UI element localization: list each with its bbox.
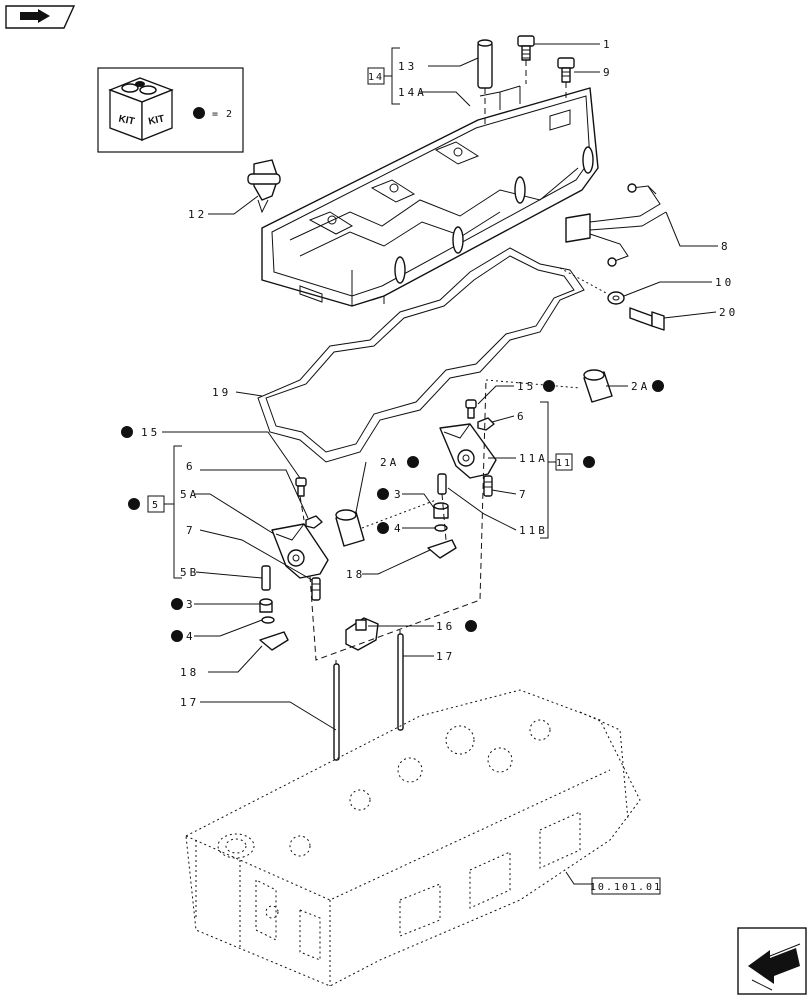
callout-12[interactable]: 12 bbox=[188, 208, 207, 221]
callout-10[interactable]: 10 bbox=[715, 276, 734, 289]
part-7-screw-left bbox=[311, 577, 321, 601]
kit-dot-15-left bbox=[121, 426, 133, 438]
callout-17-left[interactable]: 17 bbox=[180, 696, 199, 709]
group-5-kit-dot bbox=[128, 498, 140, 510]
part-7-screw-right bbox=[483, 475, 493, 497]
next-page-arrow-icon[interactable] bbox=[737, 927, 807, 995]
kit-legend: KIT KIT = 2 bbox=[97, 67, 244, 153]
callout-9[interactable]: 9 bbox=[603, 66, 613, 79]
callout-5B[interactable]: 5B bbox=[180, 566, 199, 579]
kit-dot-4-right bbox=[377, 522, 389, 534]
callout-13[interactable]: 13 bbox=[398, 60, 417, 73]
kit-dot-3-left bbox=[171, 598, 183, 610]
group-5-label[interactable]: 5 bbox=[152, 500, 160, 511]
part-5A-rocker-arm bbox=[271, 523, 329, 579]
callout-3-left[interactable]: 3 bbox=[186, 598, 196, 611]
part-5B-adjuster bbox=[261, 565, 271, 591]
callout-14A[interactable]: 14A bbox=[398, 86, 427, 99]
reference-box[interactable] bbox=[591, 877, 661, 895]
part-12-breather bbox=[247, 159, 281, 214]
kit-word-1: KIT bbox=[117, 114, 135, 128]
callout-8[interactable]: 8 bbox=[721, 240, 731, 253]
part-15-bolt-left bbox=[295, 477, 307, 497]
part-18-guide-right bbox=[427, 539, 457, 559]
kit-dot-4-left bbox=[171, 630, 183, 642]
part-16-clamp bbox=[345, 617, 379, 651]
part-2A-sleeve-left bbox=[335, 509, 365, 547]
nav-book-icon[interactable] bbox=[5, 5, 76, 29]
part-6-nut-left bbox=[305, 515, 323, 529]
group-11-label[interactable]: 11 bbox=[556, 458, 572, 469]
part-17-pushrod-left bbox=[333, 663, 340, 761]
part-11A-rocker-arm bbox=[439, 423, 497, 479]
part-8-harness bbox=[565, 183, 667, 267]
callout-4-left[interactable]: 4 bbox=[186, 630, 196, 643]
callout-15-right[interactable]: 15 bbox=[517, 380, 536, 393]
callout-5A[interactable]: 5A bbox=[180, 488, 199, 501]
part-20-screw bbox=[629, 307, 665, 331]
callout-2A-left[interactable]: 2A bbox=[380, 456, 399, 469]
callout-19[interactable]: 19 bbox=[212, 386, 231, 399]
reference-box-label[interactable]: 10.101.01 bbox=[590, 882, 662, 893]
callout-7-left[interactable]: 7 bbox=[186, 524, 196, 537]
part-1-bolt bbox=[517, 35, 535, 61]
callout-1[interactable]: 1 bbox=[603, 38, 613, 51]
group-11-kit-dot bbox=[583, 456, 595, 468]
part-13-pin bbox=[477, 39, 493, 89]
callout-18-right[interactable]: 18 bbox=[346, 568, 365, 581]
kit-dot-2A-left bbox=[407, 456, 419, 468]
part-10-washer bbox=[607, 291, 625, 305]
kit-dot-16 bbox=[465, 620, 477, 632]
kit-word-2: KIT bbox=[147, 114, 165, 128]
kit-box-icon bbox=[108, 77, 174, 141]
callout-6-right[interactable]: 6 bbox=[517, 410, 527, 423]
callout-2A-right[interactable]: 2A bbox=[631, 380, 650, 393]
callout-15-left[interactable]: 15 bbox=[141, 426, 160, 439]
kit-dot-3-right bbox=[377, 488, 389, 500]
kit-dot-15-right bbox=[543, 380, 555, 392]
part-3-cap-left bbox=[259, 598, 273, 613]
part-18-guide-left bbox=[259, 631, 289, 651]
part-15-bolt-right bbox=[465, 399, 477, 419]
group-14-label[interactable]: 14 bbox=[368, 72, 384, 83]
callout-20[interactable]: 20 bbox=[719, 306, 738, 319]
callout-7-right[interactable]: 7 bbox=[519, 488, 529, 501]
callout-18-left[interactable]: 18 bbox=[180, 666, 199, 679]
part-9-bolt bbox=[557, 57, 575, 83]
callout-16[interactable]: 16 bbox=[436, 620, 455, 633]
kit-dot-2A-right bbox=[652, 380, 664, 392]
callout-4-right[interactable]: 4 bbox=[394, 522, 404, 535]
valve-cover bbox=[261, 85, 599, 307]
callout-6-left[interactable]: 6 bbox=[186, 460, 196, 473]
callout-3-right[interactable]: 3 bbox=[394, 488, 404, 501]
callout-11B[interactable]: 11B bbox=[519, 524, 548, 537]
part-2A-sleeve-right bbox=[583, 369, 613, 403]
part-3-cap-right bbox=[433, 502, 449, 519]
kit-equals: = bbox=[212, 109, 220, 120]
part-4-clip-left bbox=[261, 616, 275, 624]
part-11B-adjuster bbox=[437, 473, 447, 495]
kit-marker-dot bbox=[193, 107, 205, 119]
part-19-gasket bbox=[257, 247, 585, 463]
part-6-nut-right bbox=[477, 417, 495, 431]
part-17-pushrod-right bbox=[397, 633, 404, 731]
cylinder-head bbox=[185, 689, 641, 987]
callout-11A[interactable]: 11A bbox=[519, 452, 548, 465]
callout-17-right[interactable]: 17 bbox=[436, 650, 455, 663]
kit-value: 2 bbox=[226, 109, 234, 120]
